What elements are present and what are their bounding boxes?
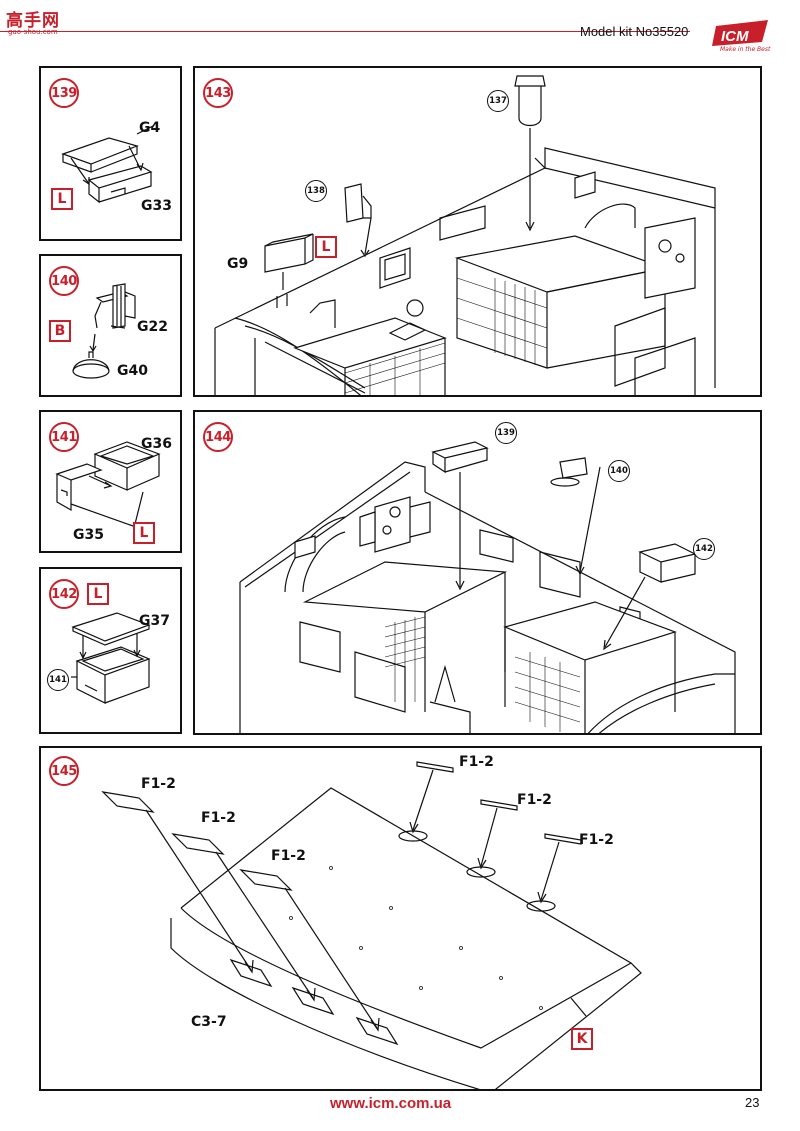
paint-code-l: L	[87, 583, 109, 605]
icm-logo: ICM Make in the Best	[712, 16, 772, 56]
step-145-panel: 145 F1-2 F1-2 F1-2 F1-2 F1-2 F1-2 C3-7 K	[39, 746, 762, 1091]
header-rule	[0, 31, 690, 32]
icm-logo-shape: ICM	[712, 20, 768, 46]
part-g9-label: G9	[227, 256, 249, 272]
part-g40-label: G40	[117, 363, 148, 379]
part-g4-label: G4	[139, 120, 161, 136]
paint-code-l: L	[315, 236, 337, 258]
step-145-number: 145	[49, 756, 79, 786]
step-142-panel: 142 L G37 141	[39, 567, 182, 734]
ref-142: 142	[693, 538, 715, 560]
step-144-panel: 144 139 140 142	[193, 410, 762, 735]
paint-code-k: K	[571, 1028, 593, 1050]
part-f1-2-label: F1-2	[271, 848, 306, 864]
step-140-panel: 140 G22 G40 B	[39, 254, 182, 397]
step-143-number: 143	[203, 78, 233, 108]
step-140-drawing	[72, 283, 136, 379]
part-f1-2-label: F1-2	[517, 792, 552, 808]
step-144-number: 144	[203, 422, 233, 452]
paint-code-b: B	[49, 320, 71, 342]
step-141-drawing	[55, 441, 161, 527]
site-logo-sub: gao-shou.com	[8, 28, 58, 36]
part-c3-7-label: C3-7	[191, 1014, 227, 1030]
part-g22-label: G22	[137, 319, 168, 335]
svg-text:ICM: ICM	[721, 28, 749, 45]
ref-139: 139	[495, 422, 517, 444]
part-g35-label: G35	[73, 527, 104, 543]
step-139-number: 139	[49, 78, 79, 108]
ref-140: 140	[608, 460, 630, 482]
step-140-number: 140	[49, 266, 79, 296]
step-141-number: 141	[49, 422, 79, 452]
part-g33-label: G33	[141, 198, 172, 214]
site-logo: 高手网 gao-shou.com	[6, 6, 72, 36]
step-143-panel: 143 137 138 G9 L	[193, 66, 762, 397]
part-g36-label: G36	[141, 436, 172, 452]
page-number: 23	[745, 1095, 760, 1110]
step-142-number: 142	[49, 579, 79, 609]
part-f1-2-label: F1-2	[201, 810, 236, 826]
icm-tagline: Make in the Best	[720, 46, 771, 53]
ref-137: 137	[487, 90, 509, 112]
step-139-drawing	[61, 125, 154, 204]
site-logo-text: 高手网	[6, 11, 60, 31]
ref-138: 138	[305, 180, 327, 202]
ref-141: 141	[47, 669, 69, 691]
paint-code-l: L	[133, 522, 155, 544]
part-f1-2-label: F1-2	[579, 832, 614, 848]
step-144-drawing	[239, 441, 736, 733]
step-139-panel: 139 G4 G33 L	[39, 66, 182, 241]
step-143-drawing	[214, 75, 716, 395]
step-145-drawing	[101, 761, 642, 1089]
part-f1-2-label: F1-2	[141, 776, 176, 792]
step-142-drawing	[71, 612, 151, 704]
paint-code-l: L	[51, 188, 73, 210]
model-kit-number: Model kit No35520	[580, 24, 689, 39]
part-f1-2-label: F1-2	[459, 754, 494, 770]
footer-url: www.icm.com.ua	[330, 1095, 452, 1112]
part-g37-label: G37	[139, 613, 170, 629]
step-141-panel: 141 G36 G35 L	[39, 410, 182, 553]
